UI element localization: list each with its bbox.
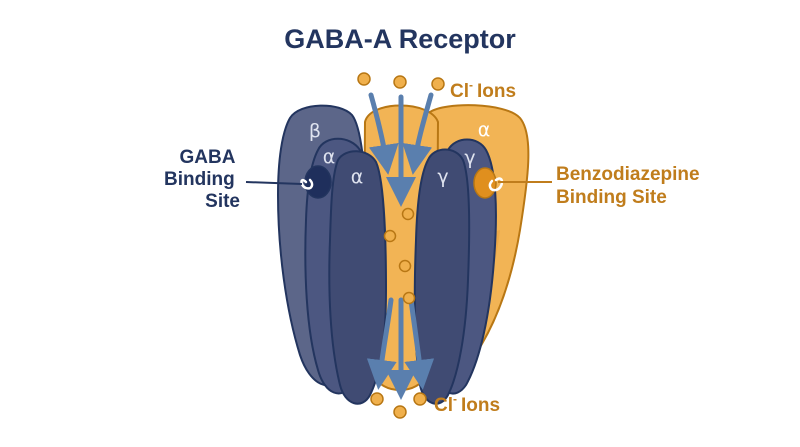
ion-dot [398, 259, 412, 273]
ions-bottom-label: Cl-Ions [434, 392, 500, 416]
arrow-bottom-left [366, 297, 397, 390]
label-alpha-left-back: α [323, 146, 336, 168]
label-alpha-left-front: α [351, 166, 364, 188]
gaba-leader-line [245, 181, 303, 185]
subunit-gamma-right-front [413, 148, 471, 405]
arrow-bottom-right [404, 297, 435, 390]
gaba-binding-pocket [304, 165, 332, 199]
chloride-ions [357, 72, 445, 419]
benzodiazepine-site-label: Benzodiazepine Binding Site [556, 164, 705, 208]
gaba-site-label: GABA Binding Site [164, 147, 240, 212]
label-gamma-right-back: γ [464, 147, 475, 169]
ion-dot [370, 392, 384, 406]
ion-dot [393, 75, 407, 89]
arrow-top-right [402, 92, 434, 175]
ion-dot [402, 291, 416, 305]
label-alpha-right-back: α [478, 119, 491, 141]
page-title: GABA-A Receptor [284, 24, 516, 54]
ion-dot [393, 405, 407, 419]
ion-dot [431, 77, 445, 91]
arrow-top-left [368, 92, 399, 175]
gaba-ligand-icon [300, 178, 314, 190]
label-beta: β [309, 120, 321, 142]
benzodiazepine-ligand-icon [488, 177, 504, 192]
benzodiazepine-binding-pocket [473, 167, 497, 199]
subunit-alpha-left-front [328, 150, 388, 405]
ion-dot [383, 229, 397, 243]
ion-dot [401, 207, 415, 221]
ion-flow-arrows [366, 92, 435, 400]
label-gamma-right-front: γ [437, 166, 448, 188]
ions-top-label: Cl-Ions [450, 78, 516, 102]
ion-dot [413, 392, 427, 406]
ion-dot [357, 72, 371, 86]
